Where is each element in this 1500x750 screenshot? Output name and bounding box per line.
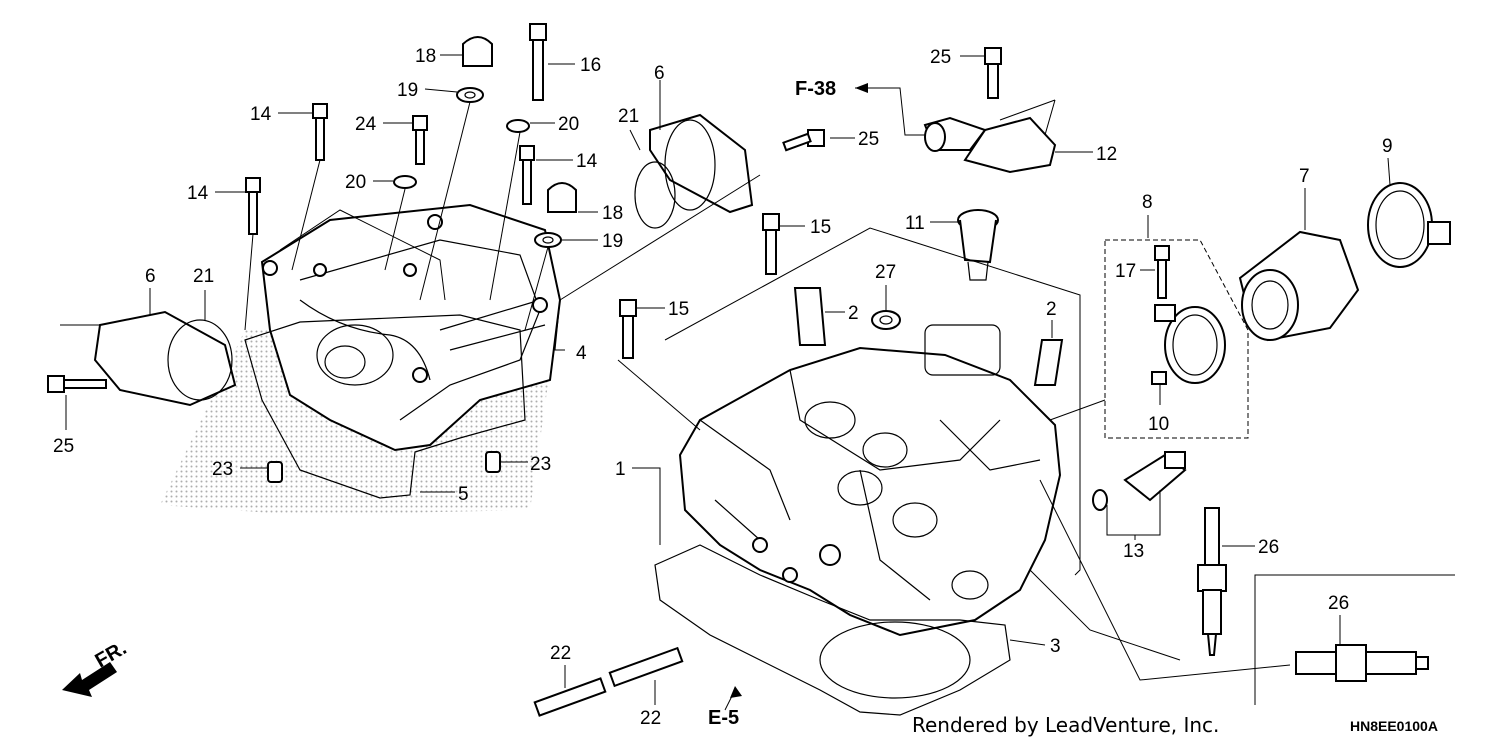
screw-17[interactable] <box>1154 245 1170 299</box>
callout-21[interactable]: 21 <box>193 266 214 287</box>
cylinder-head-cover[interactable] <box>260 203 562 452</box>
ref-e5[interactable]: E-5 <box>708 707 739 729</box>
callout-8[interactable]: 8 <box>1142 192 1153 213</box>
bolt-14c[interactable] <box>519 145 535 205</box>
clamp-band-8[interactable] <box>1154 304 1226 384</box>
callout-4[interactable]: 4 <box>576 343 587 364</box>
callout-6[interactable]: 6 <box>145 266 156 287</box>
callout-20[interactable]: 20 <box>558 114 579 135</box>
diagram-code: HN8EE0100A <box>1350 718 1438 734</box>
callout-22[interactable]: 22 <box>640 708 661 729</box>
spark-plug-26b[interactable] <box>1295 644 1429 682</box>
f38-arrow <box>855 83 868 93</box>
breather-cover-left[interactable] <box>93 310 237 407</box>
bolt-15b[interactable] <box>619 299 637 359</box>
dowel-23b[interactable] <box>485 451 501 473</box>
stud-22b[interactable] <box>608 646 684 688</box>
callout-16[interactable]: 16 <box>580 55 601 76</box>
assembly-outline-right <box>664 227 1081 576</box>
callout-14[interactable]: 14 <box>250 104 272 125</box>
ref-f38[interactable]: F-38 <box>795 78 836 100</box>
callout-15[interactable]: 15 <box>668 299 689 320</box>
bolt-15a[interactable] <box>762 213 780 275</box>
cover-gasket[interactable] <box>244 314 526 499</box>
callout-22[interactable]: 22 <box>550 643 571 664</box>
washer-20b[interactable] <box>393 175 417 189</box>
cylinder-head[interactable] <box>678 324 1062 637</box>
callout-26[interactable]: 26 <box>1258 537 1279 558</box>
inset-frame <box>1254 574 1455 705</box>
thermostat[interactable] <box>957 209 999 281</box>
callout-20[interactable]: 20 <box>345 172 366 193</box>
e5-arrow <box>730 686 742 698</box>
callout-labels: 18 16 19 14 24 20 20 14 14 18 19 6 21 6 … <box>53 46 1393 729</box>
cap-nut-18a[interactable] <box>462 36 493 67</box>
callout-14[interactable]: 14 <box>187 183 209 204</box>
cap-nut-18b[interactable] <box>547 182 577 213</box>
callout-18[interactable]: 18 <box>415 46 436 67</box>
bolt-25a[interactable] <box>47 375 107 393</box>
callout-19[interactable]: 19 <box>602 231 623 252</box>
clamp-band-9[interactable] <box>1367 182 1451 268</box>
stud-16[interactable] <box>529 23 547 101</box>
callout-3[interactable]: 3 <box>1050 636 1061 657</box>
gasket-bore <box>819 621 971 699</box>
valve-guide-2a[interactable] <box>793 287 827 346</box>
temperature-sensor[interactable] <box>1092 451 1187 511</box>
rendered-by-label: Rendered by LeadVenture, Inc. <box>912 713 1219 737</box>
bolt-25b[interactable] <box>984 47 1002 99</box>
front-arrow-icon <box>62 662 117 697</box>
callout-13[interactable]: 13 <box>1123 541 1144 562</box>
callout-10[interactable]: 10 <box>1148 414 1169 435</box>
callout-27[interactable]: 27 <box>875 262 896 283</box>
assembly-outline-left <box>279 209 446 301</box>
callout-23[interactable]: 23 <box>212 459 233 480</box>
nut-10[interactable] <box>1151 371 1167 385</box>
callout-7[interactable]: 7 <box>1299 166 1310 187</box>
thermostat-cover[interactable] <box>923 116 1057 174</box>
breather-cover-upper[interactable] <box>634 113 754 229</box>
callout-6[interactable]: 6 <box>654 63 665 84</box>
washer-19b[interactable] <box>534 232 562 248</box>
callout-18[interactable]: 18 <box>602 203 623 224</box>
callout-5[interactable]: 5 <box>458 484 469 505</box>
callout-2[interactable]: 2 <box>848 303 859 324</box>
bolt-14b[interactable] <box>245 177 261 235</box>
callout-15[interactable]: 15 <box>810 217 831 238</box>
dowel-23a[interactable] <box>267 461 283 483</box>
callout-2[interactable]: 2 <box>1046 299 1057 320</box>
valve-guide-2b[interactable] <box>1033 339 1064 386</box>
callout-9[interactable]: 9 <box>1382 136 1393 157</box>
insulator[interactable] <box>1238 230 1360 342</box>
bolt-24[interactable] <box>412 115 428 165</box>
plug-27[interactable] <box>871 310 901 330</box>
callout-12[interactable]: 12 <box>1096 144 1117 165</box>
bolt-14a[interactable] <box>312 103 328 161</box>
callout-21[interactable]: 21 <box>618 106 639 127</box>
callout-24[interactable]: 24 <box>355 114 377 135</box>
callout-11[interactable]: 11 <box>905 213 925 234</box>
callout-1[interactable]: 1 <box>615 459 626 480</box>
callout-25[interactable]: 25 <box>858 129 879 150</box>
callout-23[interactable]: 23 <box>530 454 551 475</box>
bolt-25c[interactable] <box>782 129 825 152</box>
callout-25[interactable]: 25 <box>53 436 74 457</box>
callout-14[interactable]: 14 <box>576 151 598 172</box>
callout-19[interactable]: 19 <box>397 80 418 101</box>
kit-box-8 <box>1104 239 1249 439</box>
washer-19a[interactable] <box>456 87 484 103</box>
stud-22a[interactable] <box>533 677 607 717</box>
leader-lines <box>60 54 1391 711</box>
washer-20a[interactable] <box>506 119 530 133</box>
front-label: FR. <box>92 637 131 672</box>
callout-25[interactable]: 25 <box>930 47 951 68</box>
callout-26[interactable]: 26 <box>1328 593 1349 614</box>
callout-17[interactable]: 17 <box>1115 261 1136 282</box>
spark-plug-26a[interactable] <box>1197 507 1227 656</box>
cylinder-head-gasket[interactable] <box>654 544 1011 716</box>
